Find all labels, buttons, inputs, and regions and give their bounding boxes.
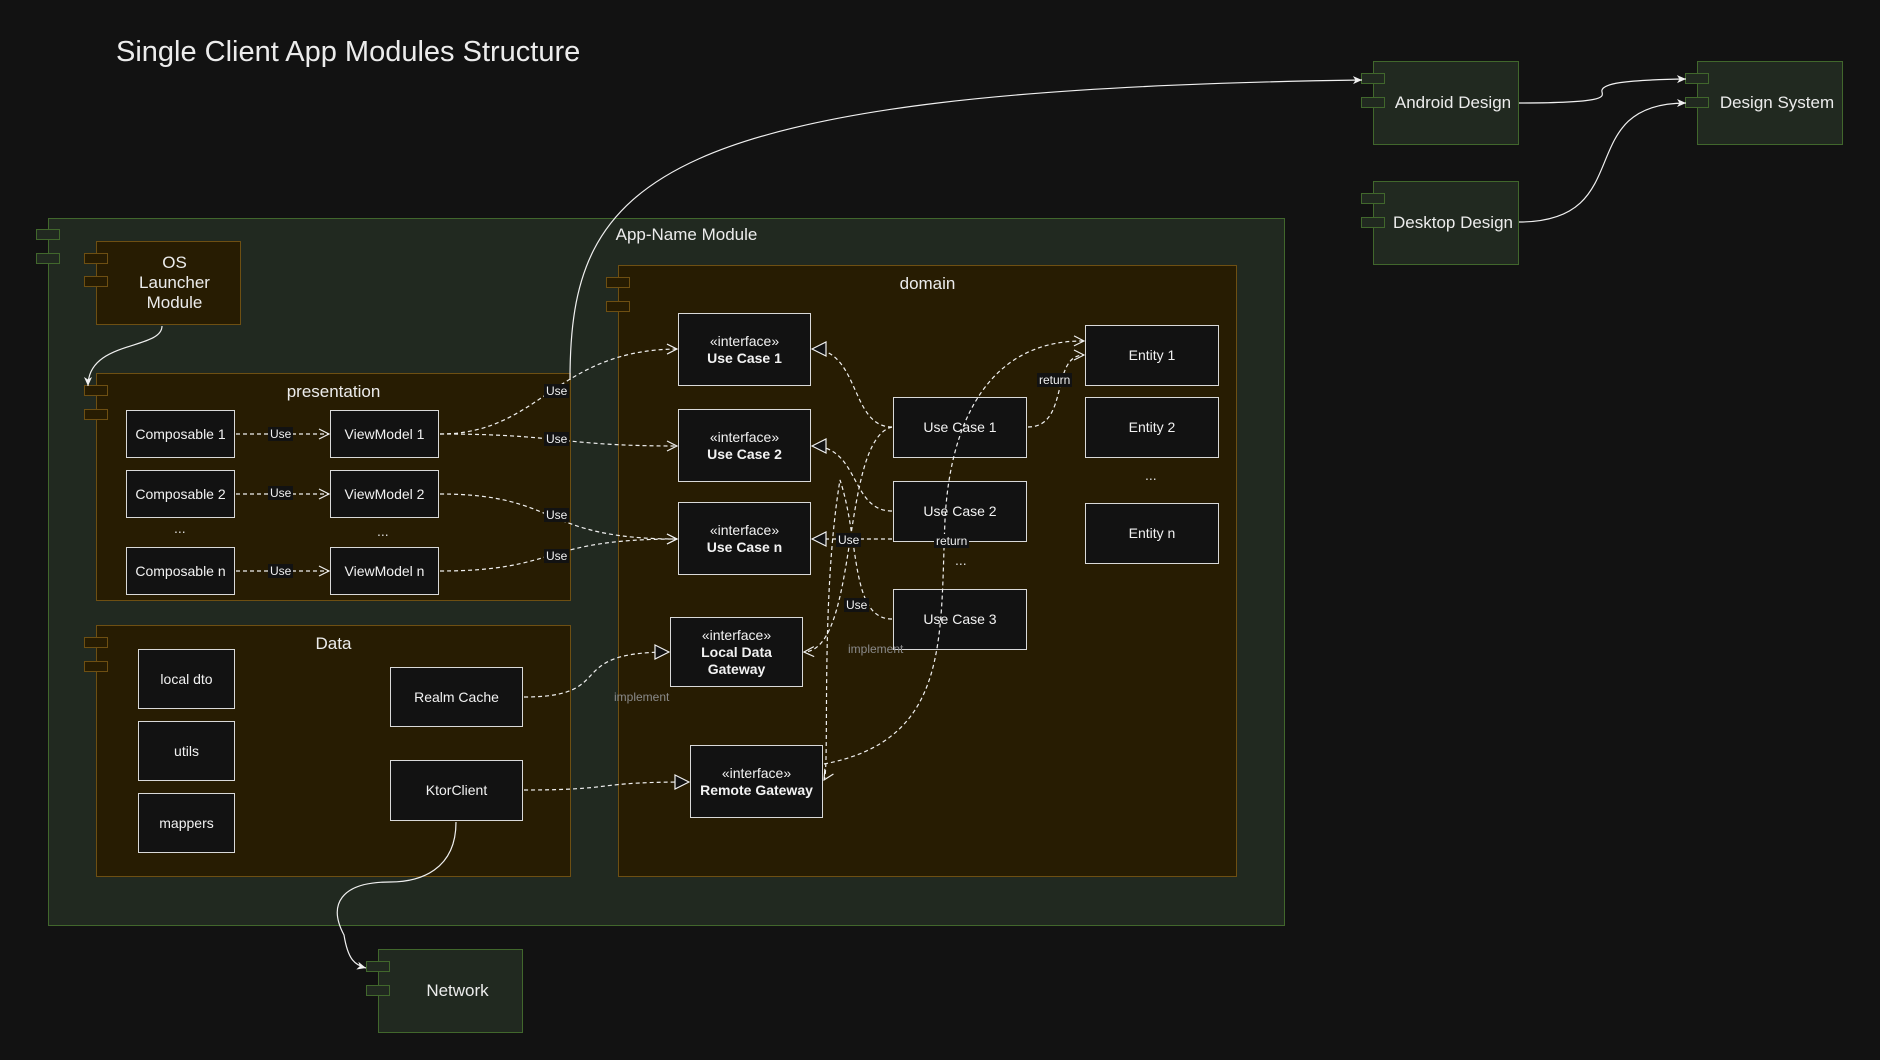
edge-android-design-system [1518, 75, 1687, 104]
edge-usecase3-remotegateway [824, 479, 893, 780]
interface-use-case-1: «interface» Use Case 1 [678, 313, 811, 386]
edge-label-use: Use [544, 508, 570, 522]
interface-name: Use Case 1 [707, 349, 782, 366]
network-tab-bottom [366, 985, 390, 996]
entity-1: Entity 1 [1085, 325, 1219, 386]
interface-use-case-2: «interface» Use Case 2 [678, 409, 811, 482]
edge-desktop-design-system [1518, 99, 1687, 223]
stereotype: «interface» [709, 428, 780, 445]
stereotype: «interface» [701, 626, 772, 643]
edge-ktor-remotegateway [523, 782, 689, 791]
interface-name: Local Data Gateway [701, 643, 772, 677]
edge-remotegateway-entity1 [823, 341, 1084, 765]
page-title: Single Client App Modules Structure [116, 36, 581, 68]
os-launcher-tab-top [84, 253, 108, 264]
app-name-module-label: App-Name Module [615, 225, 758, 244]
app-module-tab-top [36, 229, 60, 240]
viewmodel-1: ViewModel 1 [330, 410, 439, 458]
design-system-module: Design System [1697, 61, 1843, 145]
edge-label-use: Use [268, 427, 294, 441]
android-design-module: Android Design [1373, 61, 1519, 145]
use-case-2: Use Case 2 [893, 481, 1027, 542]
presentation-tab-bottom [84, 409, 108, 420]
edge-presentation-android-design [569, 76, 1363, 381]
edge-usecase1-entity1 [1027, 355, 1084, 428]
presentation-tab-top [84, 385, 108, 396]
ktor-client: KtorClient [390, 760, 523, 821]
edge-label-use: Use [268, 486, 294, 500]
interface-name: Use Case n [706, 538, 783, 555]
design-system-label: Design System [1719, 93, 1835, 112]
entity-2: Entity 2 [1085, 397, 1219, 458]
utils: utils [138, 721, 235, 781]
stereotype: «interface» [709, 332, 780, 349]
os-launcher-module: OS Launcher Module [96, 241, 241, 325]
data-label: Data [315, 634, 352, 653]
data-tab-top [84, 637, 108, 648]
stereotype: «interface» [709, 521, 780, 538]
data-tab-bottom [84, 661, 108, 672]
desktop-design-tab-top [1361, 193, 1385, 204]
app-module-tab-bottom [36, 253, 60, 264]
edge-label-use: Use [544, 384, 570, 398]
mappers: mappers [138, 793, 235, 853]
edge-label-use: Use [268, 564, 294, 578]
interface-use-case-n: «interface» Use Case n [678, 502, 811, 575]
interface-remote-gateway: «interface» Remote Gateway [690, 745, 823, 818]
domain-label: domain [899, 274, 956, 293]
edge-label-return: return [1037, 373, 1073, 387]
os-launcher-tab-bottom [84, 276, 108, 287]
use-case-3: Use Case 3 [893, 589, 1027, 650]
entity-ellipsis: ... [1145, 467, 1157, 483]
local-dto: local dto [138, 649, 235, 709]
use-case-ellipsis: ... [955, 552, 967, 568]
presentation-label: presentation [286, 382, 381, 401]
interface-name: Use Case 2 [707, 445, 782, 462]
composable-n: Composable n [126, 547, 235, 595]
viewmodel-ellipsis: ... [377, 523, 389, 539]
desktop-design-tab-bottom [1361, 217, 1385, 228]
edge-label-use: Use [836, 533, 862, 547]
interface-local-data-gateway: «interface» Local Data Gateway [670, 617, 803, 687]
edge-usecase1-impl [812, 349, 893, 428]
edge-label-implement: implement [848, 642, 904, 656]
composable-1: Composable 1 [126, 410, 235, 458]
android-design-label: Android Design [1394, 93, 1512, 112]
network-label: Network [426, 981, 489, 1000]
network-module: Network [378, 949, 523, 1033]
edge-label-use: Use [544, 549, 570, 563]
edge-label-use: Use [544, 432, 570, 446]
domain-tab-top [606, 277, 630, 288]
edge-ktor-network [336, 821, 457, 970]
viewmodel-2: ViewModel 2 [330, 470, 439, 518]
realm-cache: Realm Cache [390, 667, 523, 727]
edge-launcher-presentation [84, 325, 163, 387]
android-design-tab-bottom [1361, 97, 1385, 108]
domain-tab-bottom [606, 301, 630, 312]
edge-label-use: Use [844, 598, 870, 612]
edge-realm-localgateway [523, 652, 669, 698]
network-tab-top [366, 961, 390, 972]
edge-label-implement: implement [614, 690, 670, 704]
stereotype: «interface» [721, 764, 792, 781]
viewmodel-n: ViewModel n [330, 547, 439, 595]
composable-2: Composable 2 [126, 470, 235, 518]
desktop-design-label: Desktop Design [1392, 213, 1513, 232]
os-launcher-label: OS Launcher Module [139, 253, 210, 312]
desktop-design-module: Desktop Design [1373, 181, 1519, 265]
edge-label-return: return [934, 534, 970, 548]
composable-ellipsis: ... [174, 520, 186, 536]
edge-usecase2-impl [812, 446, 893, 512]
entity-n: Entity n [1085, 503, 1219, 564]
use-case-1: Use Case 1 [893, 397, 1027, 458]
interface-name: Remote Gateway [700, 781, 813, 798]
